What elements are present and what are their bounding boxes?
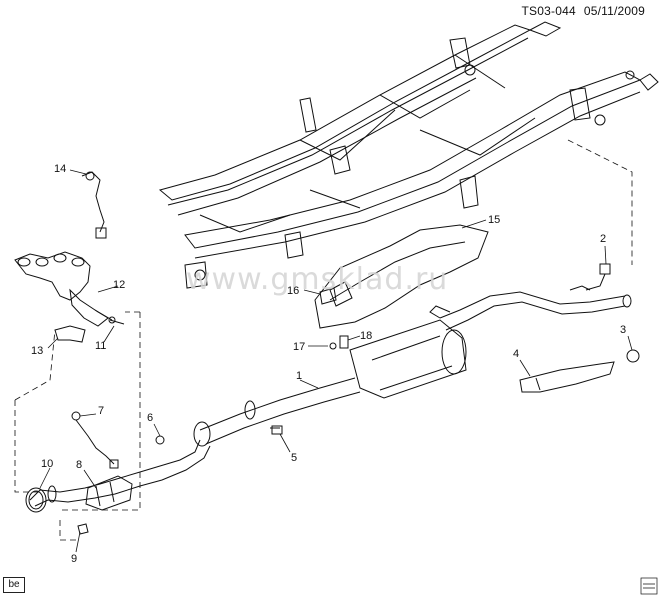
source-badge: be [3, 577, 25, 593]
hanger-2 [585, 263, 611, 291]
nut-9 [77, 523, 89, 535]
callout-2: 2 [600, 233, 607, 245]
reference-lines [14, 139, 633, 541]
callout-6: 6 [147, 412, 154, 424]
callout-9: 9 [71, 553, 78, 565]
leader-lines [39, 169, 633, 553]
callout-11: 11 [95, 340, 107, 352]
hanger-16 [319, 287, 337, 305]
watermark: www.gmsklad.ru [186, 262, 449, 297]
callout-17: 17 [293, 341, 306, 353]
callout-16: 16 [287, 285, 300, 297]
callout-10: 10 [41, 458, 54, 470]
heat-shield-4 [519, 361, 615, 393]
callout-13: 13 [31, 345, 44, 357]
callout-1: 1 [296, 370, 303, 382]
callout-14: 14 [54, 163, 67, 175]
muffler [349, 319, 467, 399]
diagram-header: TS03-044 05/11/2009 [522, 4, 645, 18]
diagram-date: 05/11/2009 [583, 4, 645, 18]
callout-12: 12 [113, 279, 126, 291]
bolt-11 [108, 316, 125, 325]
gasket-13 [54, 325, 86, 343]
tail-pipe [429, 285, 632, 331]
callout-3: 3 [620, 324, 627, 336]
bracket-18 [339, 335, 349, 349]
oxygen-sensor-14 [81, 171, 107, 239]
nut-6 [155, 435, 165, 445]
callout-4: 4 [513, 348, 520, 360]
catalytic-converter [28, 439, 211, 511]
bolt-17 [329, 342, 337, 350]
exhaust-manifold [14, 251, 113, 327]
corner-logo-mark [640, 577, 658, 595]
callout-15: 15 [488, 214, 501, 226]
callout-8: 8 [76, 459, 83, 471]
callout-7: 7 [98, 405, 105, 417]
diagram-id: TS03-044 [521, 4, 576, 18]
vehicle-frame [158, 21, 659, 289]
intermediate-pipe [193, 377, 361, 447]
callout-18: 18 [360, 330, 373, 342]
callout-5: 5 [291, 452, 298, 464]
clamp-10 [25, 487, 47, 513]
isolator-3 [626, 349, 640, 363]
